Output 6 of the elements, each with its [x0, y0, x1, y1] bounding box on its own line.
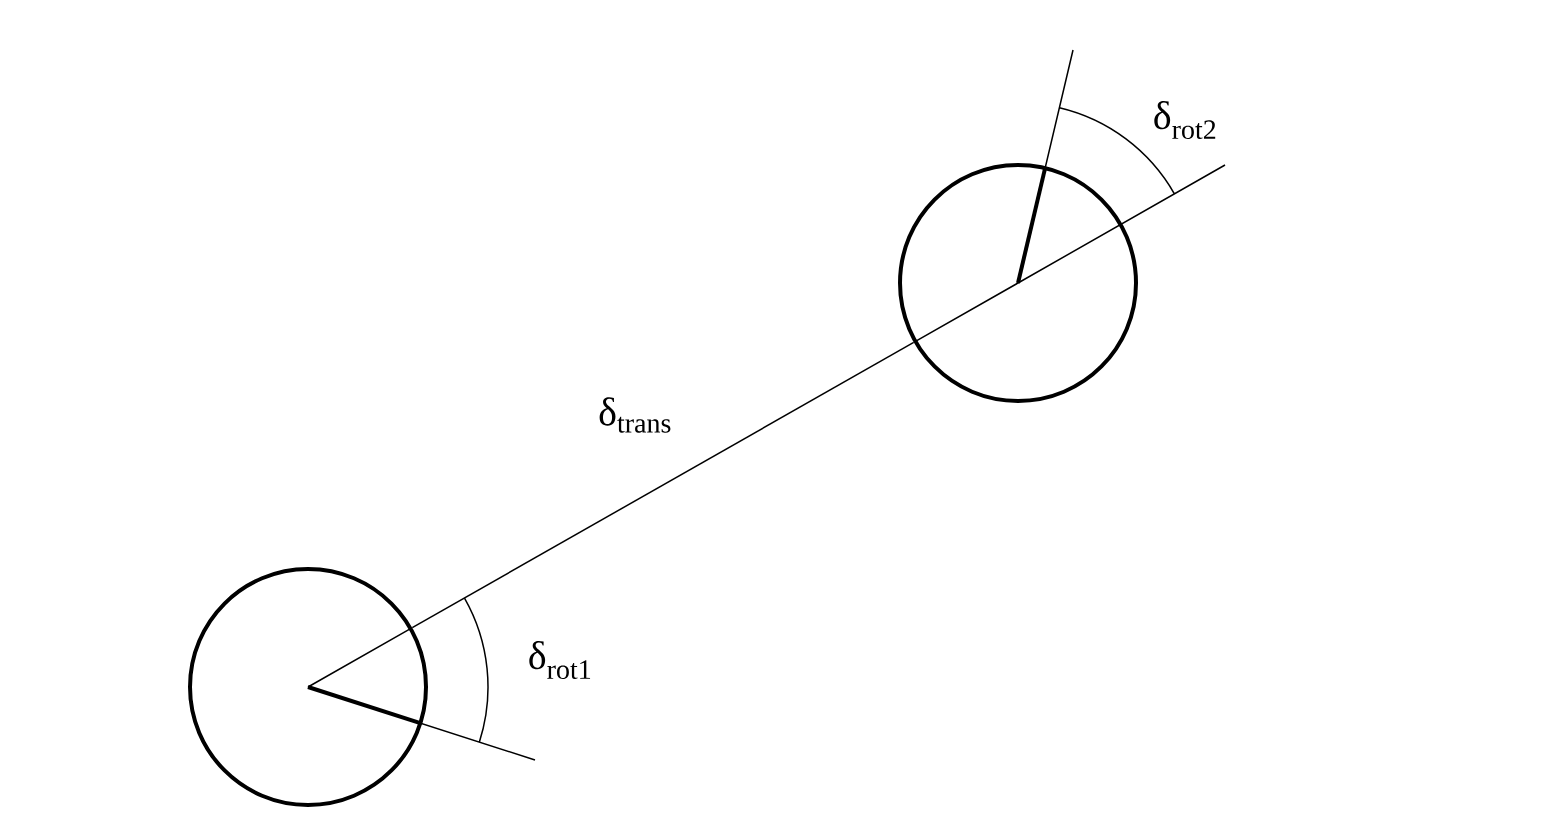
robot-pose-circle	[188, 567, 428, 807]
angle-label: δ$_{rot2}$	[1154, 100, 1216, 140]
angle-label: δ$_{rot1}$	[529, 640, 591, 680]
robot-pose-circle	[898, 163, 1138, 403]
edge-label: δ$_{trans}$	[599, 397, 671, 433]
connector-line	[411, 341, 915, 629]
